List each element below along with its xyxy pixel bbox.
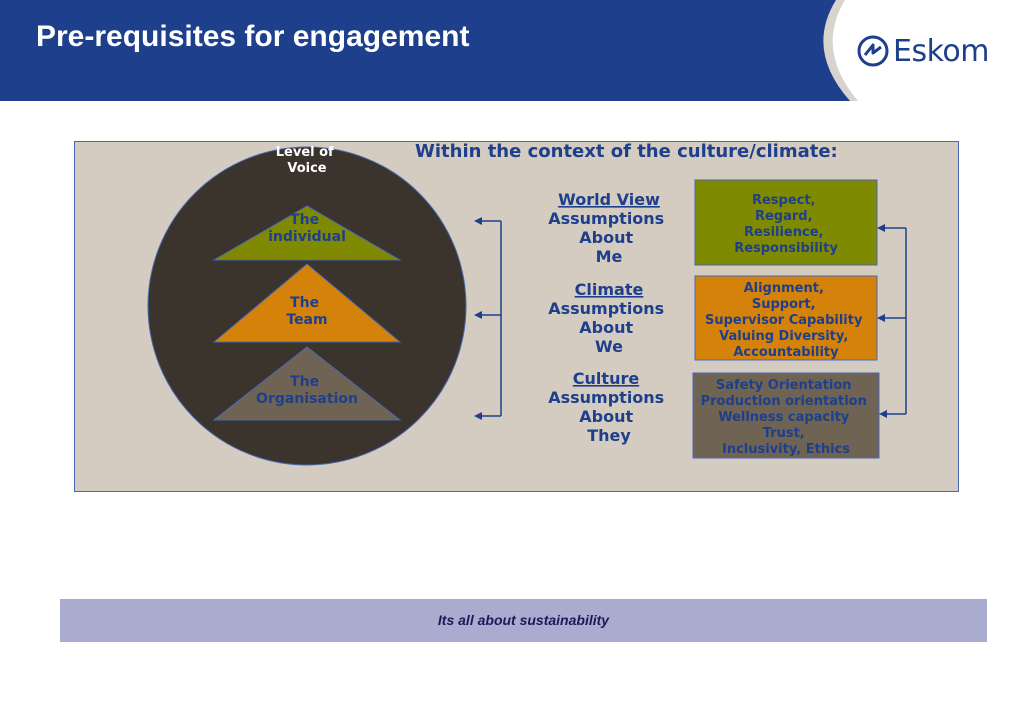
level-organisation-label: The Organisation — [256, 374, 358, 407]
values-box-individual — [694, 179, 878, 266]
arrow-to-team — [474, 311, 482, 319]
engagement-diagram: Level of Voice The individual The Team T… — [147, 142, 907, 466]
values-team-text: Alignment, Support, Supervisor Capabilit… — [705, 281, 867, 360]
eskom-logo: Eskom — [857, 33, 992, 69]
level-team-label: The Team — [286, 295, 327, 328]
diagram-title: Within the context of the culture/climat… — [415, 142, 838, 162]
logo-text: Eskom — [893, 33, 989, 69]
footer-band: Its all about sustainability — [60, 599, 987, 642]
header-bar: Pre-requisites for engagement Eskom — [0, 0, 1024, 101]
right-arrowheads — [877, 224, 887, 418]
assumption-worldview-heading: World View — [558, 190, 660, 209]
eskom-logo-icon — [857, 35, 889, 67]
diagram-panel: Level of Voice The individual The Team T… — [74, 141, 959, 492]
assumption-climate-text: Assumptions About We — [548, 299, 670, 356]
left-bracket — [480, 220, 502, 417]
triangle-organisation — [212, 346, 402, 421]
triangle-team — [212, 263, 402, 343]
level-individual-label: The individual — [268, 212, 346, 245]
arrow-to-organisation — [474, 412, 482, 420]
arrow-to-individual — [474, 217, 482, 225]
values-organisation-text: Safety Orientation Production orientatio… — [701, 378, 872, 457]
values-box-organisation — [692, 372, 880, 459]
arrow-to-values-team — [877, 314, 885, 322]
page-title: Pre-requisites for engagement — [36, 20, 470, 53]
values-individual-text: Respect, Regard, Resilience, Responsibil… — [734, 193, 838, 256]
left-arrowheads — [474, 217, 482, 420]
header-curve — [823, 0, 1024, 101]
right-bracket — [883, 227, 907, 415]
arrow-to-values-individual — [877, 224, 885, 232]
arrow-to-values-organisation — [879, 410, 887, 418]
assumption-climate-heading: Climate — [575, 280, 644, 299]
circle-label: Level of Voice — [276, 145, 339, 176]
assumption-culture-text: Assumptions About They — [548, 388, 670, 445]
assumption-culture-heading: Culture — [573, 369, 640, 388]
footer-tagline: Its all about sustainability — [437, 612, 610, 628]
assumption-worldview-text: Assumptions About Me — [548, 209, 670, 266]
values-box-team — [694, 275, 878, 361]
triangle-individual — [212, 205, 402, 261]
